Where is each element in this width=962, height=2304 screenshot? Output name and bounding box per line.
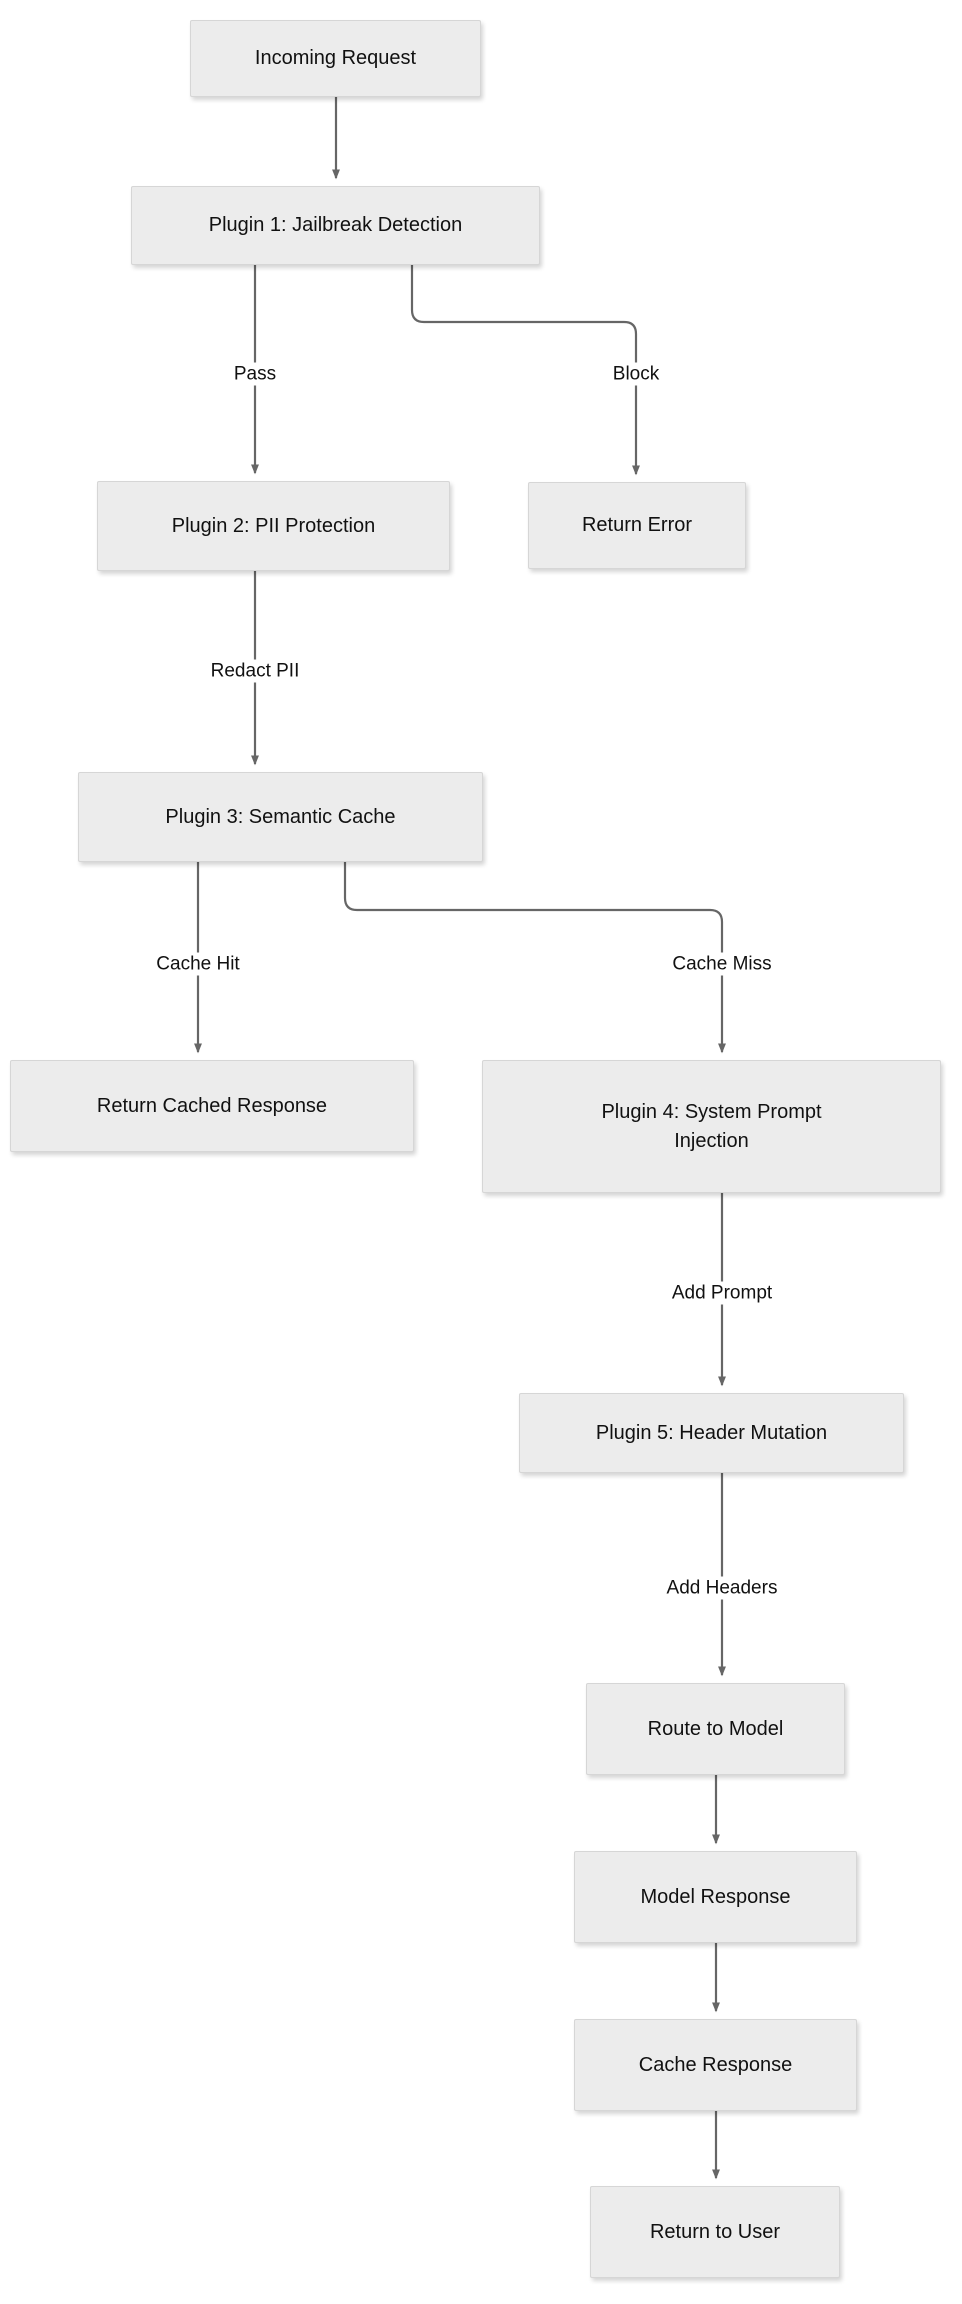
node-label: Plugin 5: Header Mutation [595,1421,828,1444]
node-incoming-request[interactable]: Incoming Request [190,20,481,97]
edge-label-add-headers: Add Headers [661,1576,783,1600]
edge-label-add-prompt: Add Prompt [666,1281,778,1305]
edge-label-cache-miss: Cache Miss [667,952,777,976]
node-label: Plugin 1: Jailbreak Detection [208,214,463,236]
node-label: Return to User [649,2220,781,2243]
node-plugin-5-header-mutation[interactable]: Plugin 5: Header Mutation [519,1393,904,1473]
node-return-error[interactable]: Return Error [528,482,746,569]
node-label: Cache Response [638,2053,793,2076]
node-label: Plugin 2: PII Protection [171,514,376,537]
edge-label-block: Block [607,362,665,386]
node-cache-response[interactable]: Cache Response [574,2019,857,2111]
edge-plugin3-to-plugin4 [343,862,726,1054]
node-plugin-1-jailbreak-detection[interactable]: Plugin 1: Jailbreak Detection [131,186,540,265]
node-plugin-3-semantic-cache[interactable]: Plugin 3: Semantic Cache [78,772,483,862]
node-label: Plugin 3: Semantic Cache [165,805,396,828]
edge-label-pass: Pass [228,362,282,386]
node-label: Return Cached Response [96,1094,328,1117]
edge-plugin1-to-return-error [410,265,640,476]
node-label: Incoming Request [254,47,417,69]
node-model-response[interactable]: Model Response [574,1851,857,1943]
node-return-cached-response[interactable]: Return Cached Response [10,1060,414,1152]
node-label: Plugin 4: System Prompt Injection [601,1100,822,1152]
edge-label-redact-pii: Redact PII [205,659,305,683]
node-plugin-4-system-prompt-injection[interactable]: Plugin 4: System Prompt Injection [482,1060,941,1193]
node-plugin-2-pii-protection[interactable]: Plugin 2: PII Protection [97,481,450,571]
node-return-to-user[interactable]: Return to User [590,2186,840,2278]
edge-label-cache-hit: Cache Hit [151,952,245,976]
node-label: Return Error [581,514,693,536]
node-label: Model Response [640,1885,791,1908]
node-label: Route to Model [647,1717,784,1740]
node-route-to-model[interactable]: Route to Model [586,1683,845,1775]
